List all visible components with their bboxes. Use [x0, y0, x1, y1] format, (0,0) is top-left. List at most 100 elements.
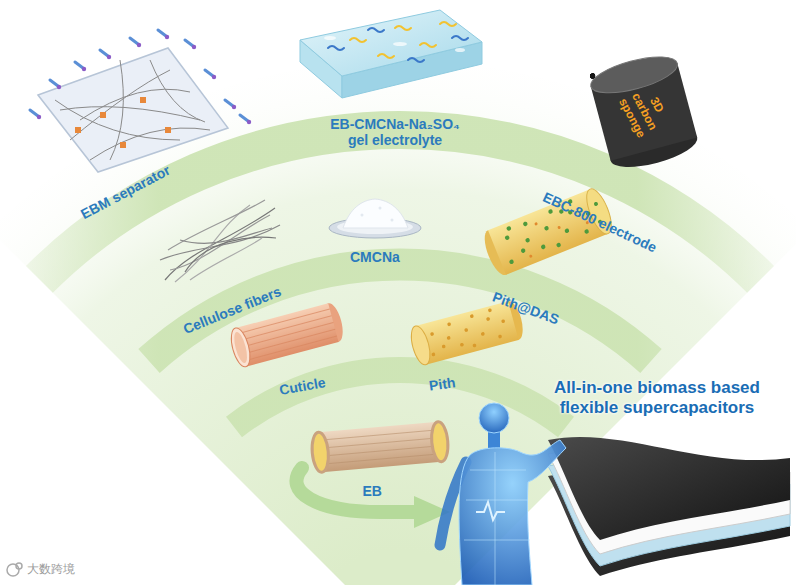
person-figure-part-part: [466, 500, 528, 501]
separator-sheet-part-part: [80, 89, 190, 120]
cuticle-tube-part-part: [237, 309, 330, 334]
stem-cylinder: [311, 421, 450, 473]
pith-cylinder-part-part: [460, 343, 464, 347]
pith-cylinder-part-part: [441, 344, 445, 348]
cuticle-tube-part: [235, 303, 338, 366]
pith-das-cylinder-part-part: [564, 228, 570, 234]
stem-cylinder-part: [318, 422, 441, 472]
sponge-pore: [591, 74, 595, 78]
separator-sheet-part-part: [37, 115, 41, 119]
electrolyte-label: EB-CMCNa-Na₂SO₄ gel electrolyte: [325, 116, 465, 148]
separator-sheet-part-part: [30, 110, 38, 116]
sponge-pore: [590, 73, 595, 78]
pith-cylinder-part-part: [498, 334, 502, 338]
pith-das-cylinder-part-part: [525, 237, 531, 243]
sponge-pore: [590, 73, 595, 78]
sponge-pore: [590, 73, 595, 78]
separator-sheet-part-part: [247, 120, 251, 124]
sponge-pore: [590, 73, 595, 78]
pith-das-cylinder-part-part: [540, 244, 546, 250]
rotation-arrow: [296, 468, 450, 528]
sponge-pore: [591, 74, 595, 78]
separator-sheet-part-part: [90, 128, 210, 160]
sponge-pore: [590, 73, 595, 78]
pith-das-cylinder-part-part: [557, 226, 561, 230]
cuticle-tube-part: [228, 326, 254, 369]
person-figure-part-part: [470, 470, 526, 471]
pith-das-cylinder-part-part: [593, 201, 598, 206]
gel-slab-part-part: [452, 36, 468, 40]
separator-sheet-part-part: [75, 127, 81, 133]
pith-cylinder-part-part: [447, 322, 451, 326]
powder-plate-part: [361, 207, 394, 222]
separator-sheet-part-part: [165, 127, 171, 133]
separator-sheet-part-part: [82, 67, 86, 71]
gel-slab-part-part: [455, 48, 465, 52]
pith-das-cylinder-part-part: [556, 242, 562, 248]
sponge-pore: [590, 73, 595, 78]
sponge-pore: [591, 74, 595, 78]
device-layers-part: [548, 437, 790, 540]
pith-das-cylinder-part-part: [544, 225, 550, 231]
cuticle-tube-part-part: [239, 316, 332, 341]
band-arc-part: [149, 265, 651, 361]
separator-sheet-part-part: [60, 107, 200, 120]
separator-sheet-part: [37, 35, 251, 124]
person-figure-part-part: [464, 540, 530, 541]
device-layers: [548, 437, 790, 576]
sponge-pore: [590, 74, 595, 79]
gel-slab-part-part: [378, 54, 394, 58]
sponge-pore: [592, 75, 594, 77]
separator-sheet-part: [30, 30, 248, 121]
stem-cylinder-part-part: [321, 454, 441, 464]
powder-plate: [329, 199, 421, 238]
gel-slab-part: [300, 10, 482, 76]
separator-sheet-part-part: [57, 85, 61, 89]
sponge-pore: [590, 73, 595, 78]
gel-slab-part-part: [395, 26, 411, 30]
separator-sheet-part-part: [75, 62, 83, 68]
gel-slab-part-part: [328, 46, 344, 50]
separator-sheet-part-part: [185, 40, 193, 46]
pith-cylinder-part: [415, 301, 518, 364]
cuticle-tube-part-part: [244, 336, 337, 361]
sponge-pore: [590, 73, 595, 78]
fiber-tangle-part: [160, 225, 280, 260]
sponge-pore: [590, 73, 595, 78]
person-figure-part: [464, 452, 530, 585]
gel-slab-part: [350, 22, 456, 58]
pith-das-cylinder-part-part: [520, 248, 526, 254]
person-figure-part: [459, 440, 566, 585]
separator-sheet-part-part: [165, 35, 169, 39]
pith-das-cylinder-part-part: [509, 259, 515, 265]
separator-sheet-part-part: [107, 55, 111, 59]
separator-sheet-part-part: [100, 112, 106, 118]
stem-cylinder-part-part: [320, 438, 440, 448]
fiber-tangle-part: [190, 238, 262, 280]
separator-sheet-part-part: [130, 38, 138, 44]
pith-das-cylinder-part-part: [529, 254, 533, 258]
pith-cylinder-part-part: [501, 319, 505, 323]
electrolyte-label-box: EB-CMCNa-Na₂SO₄ gel electrolyte: [325, 116, 465, 148]
sponge-pore: [590, 74, 595, 79]
sponge-pore: [590, 73, 595, 78]
pith-cylinder-part: [408, 324, 434, 367]
cuticle-tube-part: [237, 309, 337, 361]
separator-sheet-part-part: [212, 75, 216, 79]
rotation-arrow-part: [296, 468, 418, 512]
sponge-pore: [590, 73, 595, 78]
separator-sheet-part-part: [50, 80, 58, 86]
pith-cylinder-part-part: [470, 314, 474, 318]
device-title: All-in-one biomass based flexible superc…: [528, 378, 786, 417]
stem-cylinder-part: [311, 432, 330, 473]
pith-das-cylinder-part-part: [584, 229, 590, 235]
separator-sheet-part-part: [205, 70, 213, 76]
carbon-sponge: 3D carbon sponge: [588, 48, 700, 176]
pith-cylinder-part-part: [464, 328, 468, 332]
watermark-logo: [7, 563, 22, 576]
gel-slab-part-part: [440, 22, 456, 26]
stem-label-box: EB: [363, 483, 382, 499]
sponge-pore: [590, 73, 595, 78]
gel-slab-part-part: [350, 38, 366, 42]
